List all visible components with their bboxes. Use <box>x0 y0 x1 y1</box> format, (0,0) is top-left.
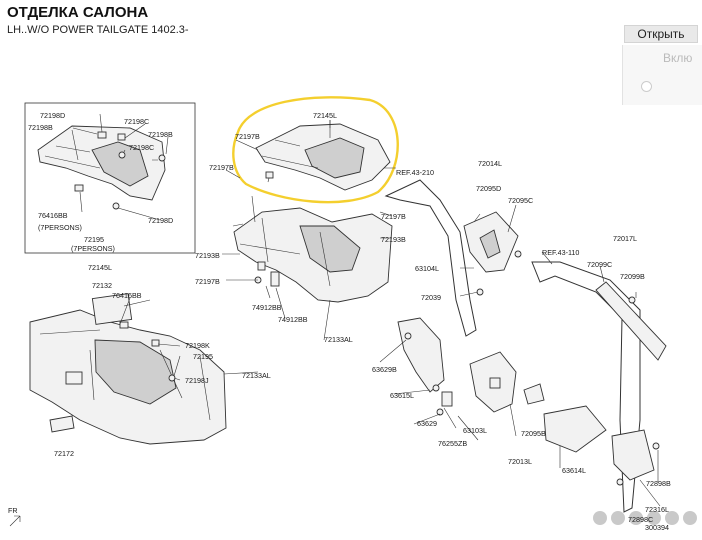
label-72014L: 72014L <box>478 159 502 168</box>
label-63614L: 63614L <box>562 466 586 475</box>
label-ref-43-210: REF.43-210 <box>396 168 434 177</box>
weather-seals <box>384 179 641 513</box>
label-72195: 72195 <box>193 352 213 361</box>
label-76416BB: 76416BB <box>112 291 142 300</box>
label-72198D: 72198D <box>40 111 65 120</box>
label-72145L: 72145L <box>313 111 337 120</box>
label-72132: 72132 <box>92 281 112 290</box>
label-76255ZB: 76255ZB <box>438 439 467 448</box>
label-72133AL: 72133AL <box>242 371 271 380</box>
radio-button[interactable] <box>641 81 652 92</box>
label-72198C: 72198C <box>124 117 149 126</box>
label-72013L: 72013L <box>508 457 532 466</box>
label-72099B: 72099B <box>620 272 645 281</box>
label-fr: FR <box>8 506 18 515</box>
side-panel: Вклю <box>622 45 702 105</box>
label-63615L: 63615L <box>390 391 414 400</box>
label-72095C: 72095C <box>508 196 533 205</box>
label-72193B: 72193B <box>195 251 220 260</box>
diagram-subtitle: LH..W/O POWER TAILGATE 1402.3- <box>7 24 189 36</box>
inset-box <box>24 102 196 254</box>
label-72095B: 72095B <box>521 429 546 438</box>
leader-lines <box>119 120 661 507</box>
label-72198B: 72198B <box>28 123 53 132</box>
quarter-trim-upper <box>232 195 393 303</box>
label-63629B: 63629B <box>372 365 397 374</box>
label-74912BB: 74912BB <box>278 315 308 324</box>
lower-brackets <box>397 317 660 486</box>
label-72198B: 72198B <box>148 130 173 139</box>
label-72198K: 72198K <box>185 341 210 350</box>
pillar-trim-72014L <box>463 204 522 296</box>
label-74912BB: 74912BB <box>252 303 282 312</box>
label-63103L: 63103L <box>463 426 487 435</box>
direction-arrow <box>9 515 21 527</box>
label-72193B: 72193B <box>381 235 406 244</box>
label-ref-43-110: REF.43-110 <box>542 248 579 257</box>
label-72172: 72172 <box>54 449 74 458</box>
label-76416BB: 76416BB <box>38 211 68 220</box>
upper-trim-72145L <box>232 96 399 204</box>
pillar-trim-72017L <box>595 265 667 361</box>
label-7persons: (7PERSONS) <box>38 223 82 232</box>
label-72198J: 72198J <box>185 376 209 385</box>
label-63629: 63629 <box>417 419 437 428</box>
label-72017L: 72017L <box>613 234 637 243</box>
label-72898B: 72898B <box>646 479 671 488</box>
label-72133AL: 72133AL <box>324 335 353 344</box>
label-72898C: 72898C <box>628 515 653 524</box>
label-72195: 72195 <box>84 235 104 244</box>
quarter-panel-lower <box>29 293 227 445</box>
diagram-code: 300394 <box>645 523 669 532</box>
part-labels: 72145L 72197B 72197B 72197B 72193B 72193… <box>8 111 671 532</box>
label-72198D: 72198D <box>148 216 173 225</box>
label-72198C: 72198C <box>129 143 154 152</box>
label-72145L: 72145L <box>88 263 112 272</box>
label-72197B: 72197B <box>209 163 234 172</box>
label-7persons: (7PERSONS) <box>71 244 115 253</box>
label-72095D: 72095D <box>476 184 501 193</box>
watermark-logo <box>593 511 697 525</box>
label-72316L: 72316L <box>645 505 669 514</box>
label-72197B: 72197B <box>195 277 220 286</box>
label-72197B: 72197B <box>381 212 406 221</box>
open-button[interactable]: Открыть <box>624 25 698 43</box>
page-title: ОТДЕЛКА САЛОНА <box>7 4 149 21</box>
label-72039: 72039 <box>421 293 441 302</box>
label-72099C: 72099C <box>587 260 612 269</box>
label-72197B: 72197B <box>235 132 260 141</box>
label-63104L: 63104L <box>415 264 439 273</box>
include-label: Вклю <box>663 51 693 65</box>
